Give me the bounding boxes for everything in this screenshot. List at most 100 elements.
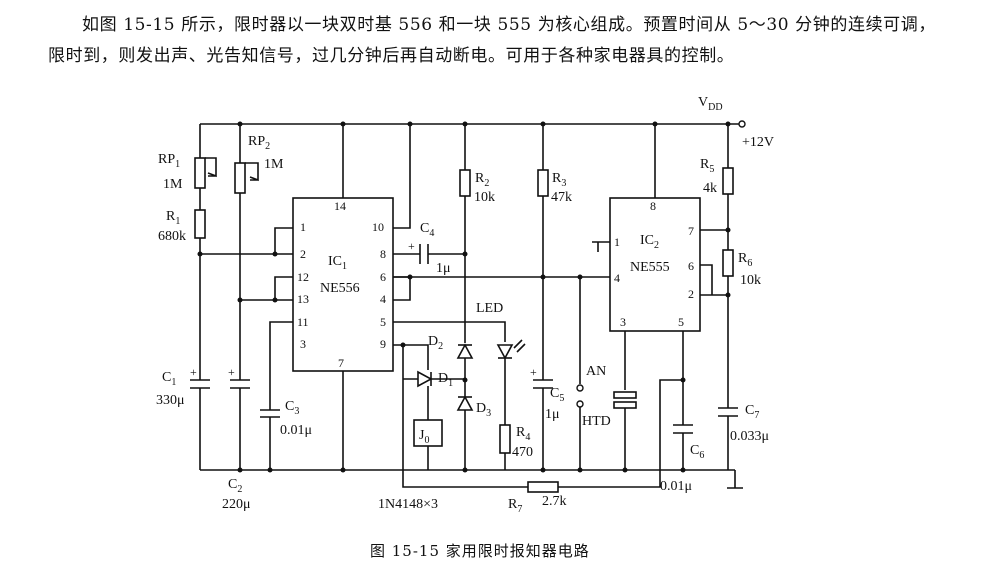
figure-caption: 图 15-15 家用限时报知器电路 — [370, 542, 590, 560]
r1-label: R1 — [166, 209, 180, 227]
ic2-pin-6: 6 — [688, 259, 694, 273]
c3-capacitor — [260, 409, 280, 418]
ground-symbol — [727, 470, 743, 489]
r1-value: 680k — [158, 229, 186, 244]
r1-resistor — [194, 209, 206, 239]
relay-label: J0 — [419, 428, 429, 446]
led-label: LED — [476, 301, 503, 316]
ic1-label: IC1 — [328, 254, 347, 272]
r4-label: R4 — [516, 425, 530, 443]
r5-resistor — [722, 167, 734, 195]
r2-resistor — [459, 169, 471, 197]
r2-value: 10k — [474, 190, 495, 205]
c2-capacitor — [230, 379, 250, 389]
ic1-pin-2: 2 — [300, 247, 306, 261]
r6-resistor — [722, 249, 734, 277]
r6-label: R6 — [738, 251, 752, 269]
c6-capacitor — [673, 424, 693, 434]
ic2-type: NE555 — [630, 260, 670, 275]
ic2-pin-1: 1 — [614, 235, 620, 249]
d1-diode — [417, 370, 433, 388]
ic1-pin-4: 4 — [380, 292, 386, 306]
c3-label: C3 — [285, 399, 299, 417]
ic1-pin-5: 5 — [380, 315, 386, 329]
htd-buzzer-top — [613, 391, 637, 399]
rp1-resistor — [194, 157, 206, 189]
r6-value: 10k — [740, 273, 761, 288]
ic1-pin-3: 3 — [300, 337, 306, 351]
an-switch-top — [576, 384, 584, 392]
c6-value: 0.01μ — [660, 479, 692, 494]
svg-text:+: + — [190, 365, 197, 379]
ic1-pin-14: 14 — [334, 199, 346, 213]
c4-value: 1μ — [436, 261, 451, 276]
d1-label: D1 — [438, 371, 453, 389]
c5-label: C5 — [550, 386, 564, 404]
r7-resistor — [527, 481, 559, 493]
an-switch-bottom — [576, 400, 584, 408]
rp2-wiper — [245, 162, 259, 182]
c6-label: C6 — [690, 443, 704, 461]
ic2-pin-8: 8 — [650, 199, 656, 213]
ic1-pin-12: 12 — [297, 270, 309, 284]
ic1-pin-8: 8 — [380, 247, 386, 261]
rp2-label: RP2 — [248, 134, 270, 152]
r5-label: R5 — [700, 157, 714, 175]
vdd-label: VDD — [698, 95, 723, 113]
c1-value: 330μ — [156, 393, 185, 408]
rp1-value: 1M — [163, 177, 183, 192]
c4-capacitor — [419, 244, 429, 264]
htd-label: HTD — [582, 414, 611, 429]
ic2-pin-7: 7 — [688, 224, 694, 238]
ic1-pin-1: 1 — [300, 220, 306, 234]
ic1-pin-11: 11 — [297, 315, 309, 329]
r3-value: 47k — [551, 190, 572, 205]
htd-buzzer-bottom — [613, 401, 637, 409]
led-diode — [496, 344, 514, 360]
d3-label: D3 — [476, 401, 491, 419]
d2-label: D2 — [428, 334, 443, 352]
c5-value: 1μ — [545, 407, 560, 422]
d2-diode — [456, 343, 474, 359]
ic2-pin-3: 3 — [620, 315, 626, 329]
ic1-pin-13: 13 — [297, 292, 309, 306]
rp2-resistor — [234, 162, 246, 194]
rp1-label: RP1 — [158, 152, 180, 170]
c2-value: 220μ — [222, 497, 251, 512]
diodes-label: 1N4148×3 — [378, 497, 438, 512]
r3-resistor — [537, 169, 549, 197]
r5-value: 4k — [703, 181, 717, 196]
r2-label: R2 — [475, 171, 489, 189]
description-paragraph: 如图 15-15 所示，限时器以一块双时基 556 和一块 555 为核心组成。… — [48, 15, 936, 66]
c1-label: C1 — [162, 370, 176, 388]
svg-text:+: + — [408, 239, 415, 253]
c7-capacitor — [718, 407, 738, 417]
c7-label: C7 — [745, 403, 759, 421]
ic1-pin-10: 10 — [372, 220, 384, 234]
c1-capacitor — [190, 379, 210, 389]
c7-value: 0.033μ — [730, 429, 769, 444]
d3-diode — [456, 395, 474, 411]
ic2-pin-4: 4 — [614, 271, 620, 285]
r4-resistor — [499, 424, 511, 454]
vdd-terminal — [738, 120, 746, 128]
ic1-pin-6: 6 — [380, 270, 386, 284]
svg-text:+: + — [530, 365, 537, 379]
ic2-pin1-ground — [592, 241, 610, 252]
ic1-pin-9: 9 — [380, 337, 386, 351]
supply-label: +12V — [742, 135, 774, 150]
ic2-pin-5: 5 — [678, 315, 684, 329]
ic2-label: IC2 — [640, 233, 659, 251]
r7-value: 2.7k — [542, 494, 567, 509]
c3-value: 0.01μ — [280, 423, 312, 438]
ic2-pin-2: 2 — [688, 287, 694, 301]
led-light-rays — [513, 339, 526, 353]
c2-label: C2 — [228, 477, 242, 495]
r4-value: 470 — [512, 445, 533, 460]
an-label: AN — [586, 364, 606, 379]
ic1-pin-7: 7 — [338, 356, 344, 370]
svg-text:+: + — [228, 365, 235, 379]
rp1-wiper — [205, 157, 217, 178]
ic1-type: NE556 — [320, 281, 360, 296]
